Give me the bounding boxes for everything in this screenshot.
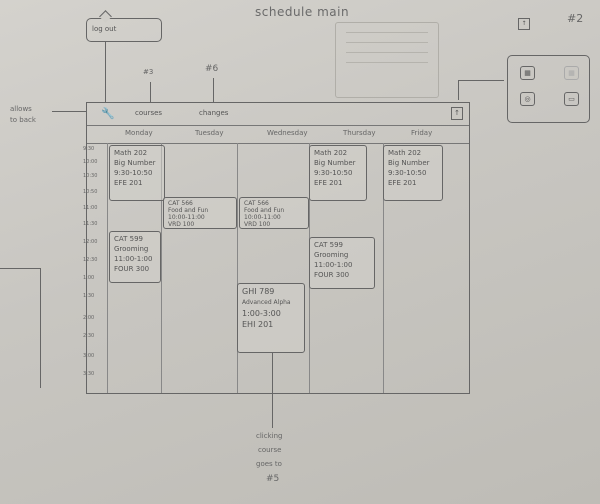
course-card-mon-math[interactable]: Math 202 Big Number 9:30-10:50 EFE 201 <box>109 145 165 201</box>
left-sketch-line <box>40 268 41 388</box>
time-label: 10:00 <box>83 159 98 165</box>
grid-line <box>237 143 238 393</box>
grid-line <box>383 143 384 393</box>
course-title: Math 202 <box>314 149 348 157</box>
course-title: CAT 566 <box>244 200 269 207</box>
course-room: VRD 100 <box>244 221 271 228</box>
course-time: 10:00-11:00 <box>168 214 205 221</box>
bottom-note-line-1: clicking <box>256 432 283 440</box>
left-note-line-2: to back <box>10 116 36 124</box>
logout-bubble[interactable]: log out <box>86 18 162 42</box>
share-icon[interactable]: ↑ <box>451 107 463 120</box>
course-room: FOUR 300 <box>114 265 150 273</box>
sketch-title: schedule main <box>255 5 350 19</box>
day-tuesday: Tuesday <box>195 129 224 137</box>
course-title: GHI 789 <box>242 287 275 296</box>
course-card-thu-cat599[interactable]: CAT 599 Grooming 11:00-1:00 FOUR 300 <box>309 237 375 289</box>
time-label: 3:00 <box>83 353 95 359</box>
left-note-arrow <box>52 111 86 112</box>
course-card-fri-math[interactable]: Math 202 Big Number 9:30-10:50 EFE 201 <box>383 145 443 201</box>
wrench-icon[interactable]: 🔧 <box>101 107 115 120</box>
course-title: CAT 566 <box>168 200 193 207</box>
course-name: Food and Fun <box>244 207 285 214</box>
course-name: Big Number <box>314 159 356 167</box>
course-time: 10:00-11:00 <box>244 214 281 221</box>
grid-line <box>107 143 108 393</box>
popup-arrow-side <box>458 80 459 100</box>
time-label: 1:30 <box>83 293 95 299</box>
arrow-label-6: #6 <box>205 64 219 74</box>
course-name: Food and Fun <box>168 207 209 214</box>
left-note-line-1: allows <box>10 105 32 113</box>
arrow-6-line <box>213 78 214 102</box>
course-card-wed-cat[interactable]: CAT 566 Food and Fun 10:00-11:00 VRD 100 <box>239 197 309 229</box>
day-monday: Monday <box>125 129 153 137</box>
time-label: 12:30 <box>83 257 98 263</box>
course-name: Big Number <box>388 159 430 167</box>
course-room: EFE 201 <box>314 179 343 187</box>
tab-courses[interactable]: courses <box>135 109 163 117</box>
course-name: Big Number <box>114 159 156 167</box>
logout-label: log out <box>92 25 117 33</box>
course-room: EFE 201 <box>388 179 417 187</box>
course-room: FOUR 300 <box>314 271 350 279</box>
course-card-mon-cat599[interactable]: CAT 599 Grooming 11:00-1:00 FOUR 300 <box>109 231 161 283</box>
toolbar: 🔧 courses changes ↑ <box>87 103 469 126</box>
course-room: VRD 100 <box>168 221 195 228</box>
course-time: 9:30-10:50 <box>314 169 353 177</box>
time-label: 2:00 <box>83 315 95 321</box>
share-popup: ▦ ▦ ◎ ▭ <box>507 55 590 123</box>
popup-share-icon: ↑ <box>518 18 530 30</box>
arrow-label-3: #3 <box>143 68 154 76</box>
grid-line <box>161 143 162 393</box>
time-label: 10:50 <box>83 189 98 195</box>
time-label: 1:00 <box>83 275 95 281</box>
course-card-wed-ghi[interactable]: GHI 789 Advanced Alpha 1:00-3:00 EHI 201 <box>237 283 305 353</box>
bottom-note-line-3: goes to <box>256 460 282 468</box>
bubble-arrow-line <box>105 42 106 102</box>
course-time: 11:00-1:00 <box>114 255 153 263</box>
course-time: 11:00-1:00 <box>314 261 353 269</box>
time-label: 2:30 <box>83 333 95 339</box>
day-friday: Friday <box>411 129 433 137</box>
course-room: EFE 201 <box>114 179 143 187</box>
course-title: CAT 599 <box>314 241 343 249</box>
popup-app-icon-4[interactable]: ▭ <box>564 92 579 106</box>
course-name: Grooming <box>114 245 149 253</box>
time-label: 11:30 <box>83 221 98 227</box>
erased-sketch <box>335 22 439 98</box>
time-label: 10:30 <box>83 173 98 179</box>
arrow-3-line <box>150 82 151 102</box>
bottom-note-line-2: course <box>258 446 282 454</box>
bottom-note-line-4: #5 <box>266 474 280 484</box>
left-sketch-line <box>0 268 40 269</box>
course-time: 1:00-3:00 <box>242 309 281 318</box>
time-label: 9:30 <box>83 146 95 152</box>
course-title: CAT 599 <box>114 235 143 243</box>
course-name: Grooming <box>314 251 349 259</box>
course-title: Math 202 <box>114 149 148 157</box>
course-card-tue-cat[interactable]: CAT 566 Food and Fun 10:00-11:00 VRD 100 <box>163 197 237 229</box>
course-room: EHI 201 <box>242 320 274 329</box>
time-label: 3:30 <box>83 371 95 377</box>
time-label: 12:00 <box>83 239 98 245</box>
time-label: 11:00 <box>83 205 98 211</box>
day-header: Monday Tuesday Wednesday Thursday Friday <box>87 125 469 144</box>
day-wednesday: Wednesday <box>267 129 308 137</box>
day-thursday: Thursday <box>343 129 376 137</box>
course-name: Advanced Alpha <box>242 299 291 306</box>
bottom-arrow-line <box>272 352 273 428</box>
schedule-frame: 🔧 courses changes ↑ Monday Tuesday Wedne… <box>83 102 470 394</box>
popup-app-icon-2[interactable]: ▦ <box>564 66 579 80</box>
page-number: #2 <box>567 12 584 25</box>
popup-app-icon-3[interactable]: ◎ <box>520 92 535 106</box>
popup-app-icon-1[interactable]: ▦ <box>520 66 535 80</box>
course-title: Math 202 <box>388 149 422 157</box>
tab-changes[interactable]: changes <box>199 109 229 117</box>
course-card-thu-math[interactable]: Math 202 Big Number 9:30-10:50 EFE 201 <box>309 145 367 201</box>
course-time: 9:30-10:50 <box>388 169 427 177</box>
popup-arrow-top <box>458 80 504 81</box>
course-time: 9:30-10:50 <box>114 169 153 177</box>
